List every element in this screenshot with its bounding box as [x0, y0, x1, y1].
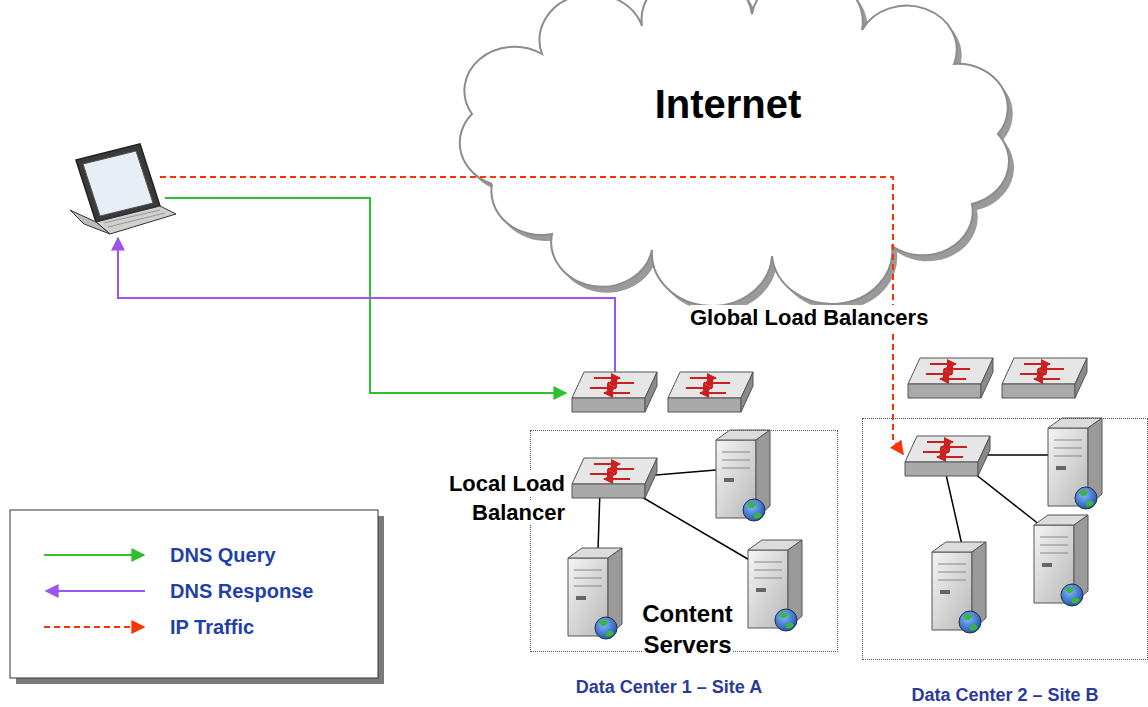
dns-query-line — [165, 198, 566, 393]
cloud-title: Internet — [655, 82, 802, 127]
dns-response-line — [118, 238, 615, 372]
legend-row: DNS Query — [40, 541, 276, 569]
legend-sample — [40, 617, 150, 637]
label-holder: Global Load Balancers — [690, 304, 928, 333]
legend-text: IP Traffic — [170, 616, 254, 639]
site-label: Data Center 2 – Site B — [863, 685, 1147, 706]
server-icon — [932, 542, 986, 633]
label-holder: Local Load Balancer — [405, 470, 565, 527]
server-icon — [748, 540, 802, 631]
load-balancer-icon — [572, 372, 657, 412]
internet-cloud: Internet — [432, 2, 1024, 264]
load-balancer-icon — [572, 458, 657, 498]
cloud-outline — [432, 2, 1024, 264]
legend-text: DNS Response — [170, 580, 313, 603]
legend-text: DNS Query — [170, 544, 276, 567]
group-label: Global Load Balancers — [690, 305, 928, 330]
device-label: Local Load Balancer — [449, 471, 565, 525]
server-icon — [716, 430, 770, 521]
laptop-icon — [70, 144, 176, 234]
server-icon — [1034, 515, 1088, 606]
server-icon — [1048, 418, 1102, 509]
legend-sample — [40, 581, 150, 601]
legend-box — [10, 510, 378, 678]
load-balancer-icon — [668, 372, 753, 412]
legend-row: DNS Response — [40, 577, 313, 605]
load-balancer-icon — [905, 436, 990, 476]
load-balancer-icon — [908, 358, 993, 398]
site-label: Data Center 1 – Site A — [516, 677, 822, 698]
load-balancer-icon — [1002, 358, 1087, 398]
group-label: Content Servers — [642, 600, 733, 658]
legend-row: IP Traffic — [40, 613, 254, 641]
label-holder: Content Servers — [630, 598, 745, 660]
server-icon — [568, 548, 622, 639]
legend-sample — [40, 545, 150, 565]
data-center-region: Data Center 2 – Site B — [862, 418, 1148, 660]
